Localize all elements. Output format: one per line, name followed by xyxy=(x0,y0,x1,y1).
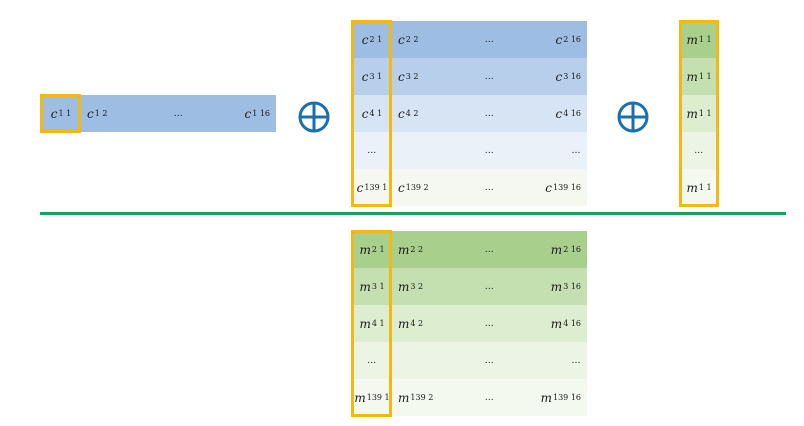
m-column-cell: … xyxy=(681,132,717,169)
m-matrix-first-column-highlight xyxy=(351,230,392,417)
m-matrix-cell: … xyxy=(452,305,527,342)
m-matrix-cell: … xyxy=(452,342,527,379)
m-matrix-cell: … xyxy=(452,231,527,268)
oplus-icon xyxy=(617,101,649,133)
divider-line xyxy=(40,212,786,215)
c-matrix-cell: … xyxy=(452,21,527,58)
c-matrix-cell: … xyxy=(527,132,587,169)
c-matrix-cell xyxy=(392,132,452,169)
c-matrix-cell: … xyxy=(452,58,527,95)
top-row-highlight xyxy=(40,94,81,133)
c-matrix-cell: … xyxy=(452,95,527,132)
c-matrix-cell: … xyxy=(352,132,392,169)
top-row-cell: … xyxy=(141,95,216,132)
m-matrix-cell: … xyxy=(452,268,527,305)
m-matrix-cell: … xyxy=(452,379,527,416)
c-matrix-cell: … xyxy=(452,132,527,169)
c-matrix-first-column-highlight xyxy=(351,20,392,207)
oplus-icon xyxy=(298,101,330,133)
m-column-highlight xyxy=(679,20,719,207)
m-matrix-cell xyxy=(392,342,452,379)
m-matrix-cell: … xyxy=(527,342,587,379)
m-matrix-cell: … xyxy=(352,342,392,379)
c-matrix-cell: … xyxy=(452,169,527,206)
